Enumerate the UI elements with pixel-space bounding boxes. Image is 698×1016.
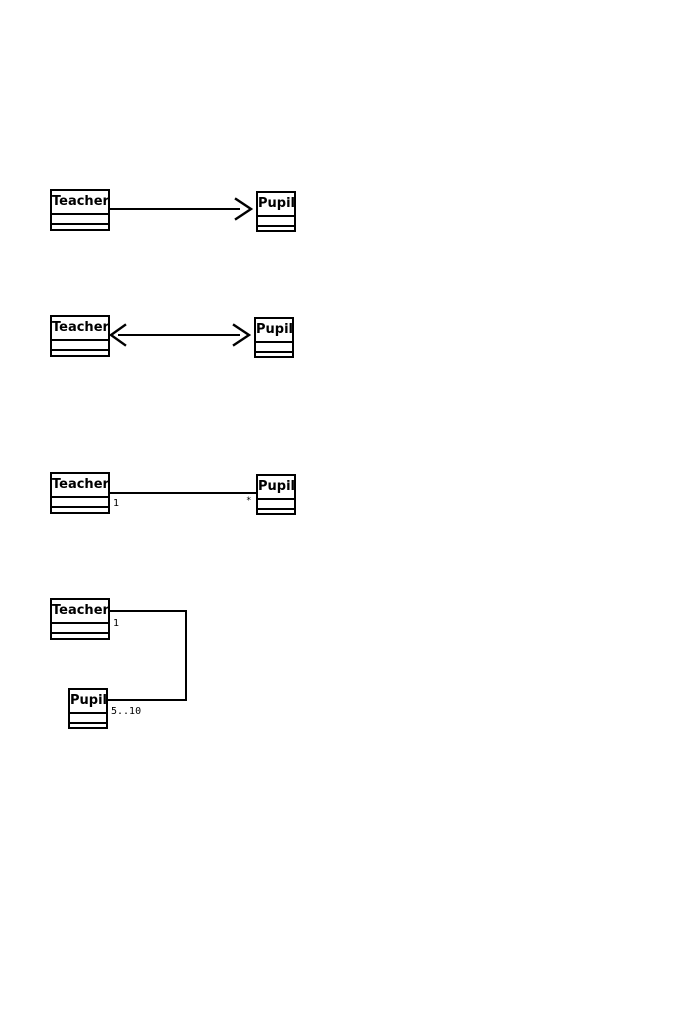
class-operations-compartment <box>256 353 292 361</box>
class-box-teacher[interactable]: Teacher <box>50 472 110 514</box>
multiplicity-label-target: 5..10 <box>111 706 142 717</box>
association-line-top-segment <box>110 610 187 612</box>
class-box-pupil[interactable]: Pupil <box>256 191 296 232</box>
class-name-label: Teacher <box>52 317 109 341</box>
class-name-label: Teacher <box>52 600 109 624</box>
class-box-teacher[interactable]: Teacher <box>50 598 110 640</box>
class-attributes-compartment <box>258 217 294 227</box>
class-operations-compartment <box>52 634 108 642</box>
class-operations-compartment <box>258 227 294 235</box>
class-attributes-compartment <box>52 624 108 634</box>
class-attributes-compartment <box>52 341 108 351</box>
class-name-label: Pupil <box>70 690 107 714</box>
class-box-pupil[interactable]: Pupil <box>68 688 108 729</box>
class-attributes-compartment <box>52 215 108 225</box>
association-line-vertical-segment <box>185 610 187 701</box>
class-attributes-compartment <box>52 498 108 508</box>
class-name-label: Pupil <box>256 319 293 343</box>
association-line <box>110 492 256 494</box>
multiplicity-label-target: * <box>246 496 252 506</box>
class-operations-compartment <box>70 724 106 732</box>
class-box-teacher[interactable]: Teacher <box>50 315 110 357</box>
class-operations-compartment <box>258 510 294 518</box>
class-name-label: Teacher <box>52 191 109 215</box>
association-line <box>118 334 240 336</box>
class-name-label: Teacher <box>52 474 109 498</box>
class-attributes-compartment <box>258 500 294 510</box>
open-arrowhead-right-icon <box>232 323 252 347</box>
class-attributes-compartment <box>256 343 292 353</box>
open-arrowhead-right-icon <box>234 197 254 221</box>
multiplicity-label-source: 1 <box>113 498 120 509</box>
association-line <box>110 208 240 210</box>
class-operations-compartment <box>52 508 108 516</box>
association-line-bottom-segment <box>108 699 187 701</box>
class-box-pupil[interactable]: Pupil <box>254 317 294 358</box>
class-name-label: Pupil <box>258 476 295 500</box>
class-box-teacher[interactable]: Teacher <box>50 189 110 231</box>
class-operations-compartment <box>52 225 108 233</box>
class-operations-compartment <box>52 351 108 359</box>
class-name-label: Pupil <box>258 193 295 217</box>
class-box-pupil[interactable]: Pupil <box>256 474 296 515</box>
open-arrowhead-left-icon <box>108 323 127 347</box>
multiplicity-label-source: 1 <box>113 618 120 629</box>
class-attributes-compartment <box>70 714 106 724</box>
